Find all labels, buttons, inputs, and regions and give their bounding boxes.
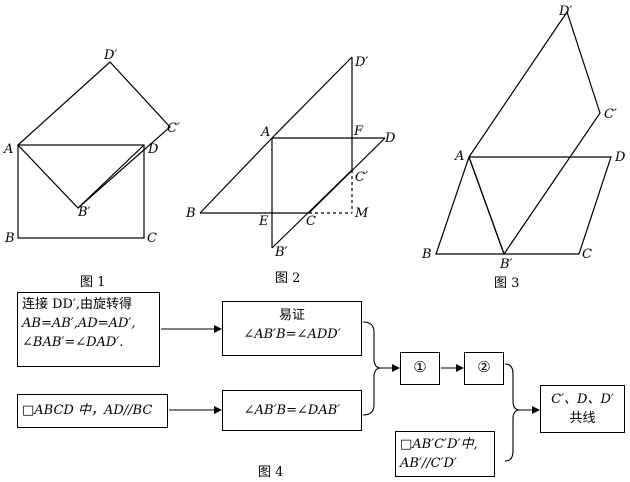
step-2-box: ② (464, 352, 504, 385)
fig2-caption: 图 2 (275, 271, 300, 286)
fig1-caption: 图 1 (80, 275, 105, 290)
premise-rotation-line-3: ∠BAB′=∠DAD′. (22, 335, 124, 350)
fig1-label-b-prime: B′ (77, 205, 91, 220)
segment-ab (199, 137, 273, 214)
collinear-result-line-2: 共线 (569, 411, 596, 426)
alternate-angle-line: ∠AB′B=∠DAB′ (243, 403, 341, 418)
rectangle-abcd (17, 144, 145, 239)
premise-rotation-line-2: AB=AB′,AD=AD′, (22, 316, 136, 331)
fig3-label-b: B (421, 247, 432, 262)
step-1-box: ① (400, 352, 440, 385)
rotated-rectangle (17, 61, 171, 209)
rotated-parallelogram (468, 10, 601, 256)
figure-1 (17, 61, 171, 239)
fig3-label-d-prime: D′ (558, 4, 572, 19)
premise-parallelogram-line: □ABCD 中，AD//BC (22, 403, 153, 418)
fig3-label-c-prime: C′ (604, 107, 617, 122)
flow-connectors (161, 321, 540, 462)
fig3-label-a: A (454, 149, 464, 164)
fig1-label-a: A (3, 142, 13, 157)
parallelogram-prime-box: □AB′C′D′中, AB′//C′D′ (395, 431, 495, 477)
alternate-angle-box: ∠AB′B=∠DAB′ (222, 390, 362, 431)
fig2-label-d: D (384, 131, 396, 146)
easily-proven-line-2: ∠AB′B=∠ADD′ (243, 327, 341, 342)
fig3-caption: 图 3 (494, 276, 519, 291)
segment-ab-prime-d (77, 144, 145, 209)
fig2-label-b-prime: B′ (274, 245, 288, 260)
step-2-label: ② (477, 358, 491, 376)
fig1-label-d-prime: D′ (103, 48, 117, 63)
fig4-caption: 图 4 (258, 465, 283, 480)
premise-rotation-line-1: 连接 DD′,由旋转得 (22, 297, 133, 312)
easily-proven-line-1: 易证 (278, 308, 305, 323)
fig2-label-c: C (306, 214, 316, 229)
fig3-label-c: C (582, 247, 592, 262)
collinear-result-line-1: C′、D、D′ (551, 392, 614, 407)
fig2-label-f: F (353, 124, 364, 139)
fig2-label-b: B (185, 206, 196, 221)
fig3-label-b-prime: B′ (499, 257, 513, 272)
segment-b-prime-c-prime (271, 169, 353, 249)
brace-left (362, 321, 382, 416)
brace-right (504, 363, 521, 462)
fig3-label-d: D (614, 150, 626, 165)
fig2-label-a: A (260, 125, 270, 140)
parallelogram-prime-line-1: □AB′C′D′中, (400, 437, 478, 452)
segment-ad-prime (271, 56, 353, 139)
easily-proven-box: 易证 ∠AB′B=∠ADD′ (222, 301, 362, 356)
fig1-label-b: B (4, 231, 15, 246)
figure-2 (199, 56, 386, 249)
figure-3 (435, 10, 612, 256)
fig1-label-d: D (147, 142, 159, 157)
premise-rotation-box: 连接 DD′,由旋转得 AB=AB′,AD=AD′, ∠BAB′=∠DAD′. (17, 292, 160, 367)
fig2-label-c-prime: C′ (355, 170, 368, 185)
parallelogram-prime-line-2: AB′//C′D′ (400, 456, 457, 471)
step-1-label: ① (413, 358, 427, 376)
fig2-label-d-prime: D′ (354, 55, 368, 70)
fig1-label-c: C (147, 231, 157, 246)
fig2-label-e: E (258, 214, 269, 229)
collinear-result-box: C′、D、D′ 共线 (540, 385, 625, 433)
premise-parallelogram-box: □ABCD 中，AD//BC (17, 394, 168, 428)
fig1-label-c-prime: C′ (167, 121, 180, 136)
parallelogram-abcd (435, 156, 612, 255)
fig2-label-m: M (354, 206, 369, 221)
